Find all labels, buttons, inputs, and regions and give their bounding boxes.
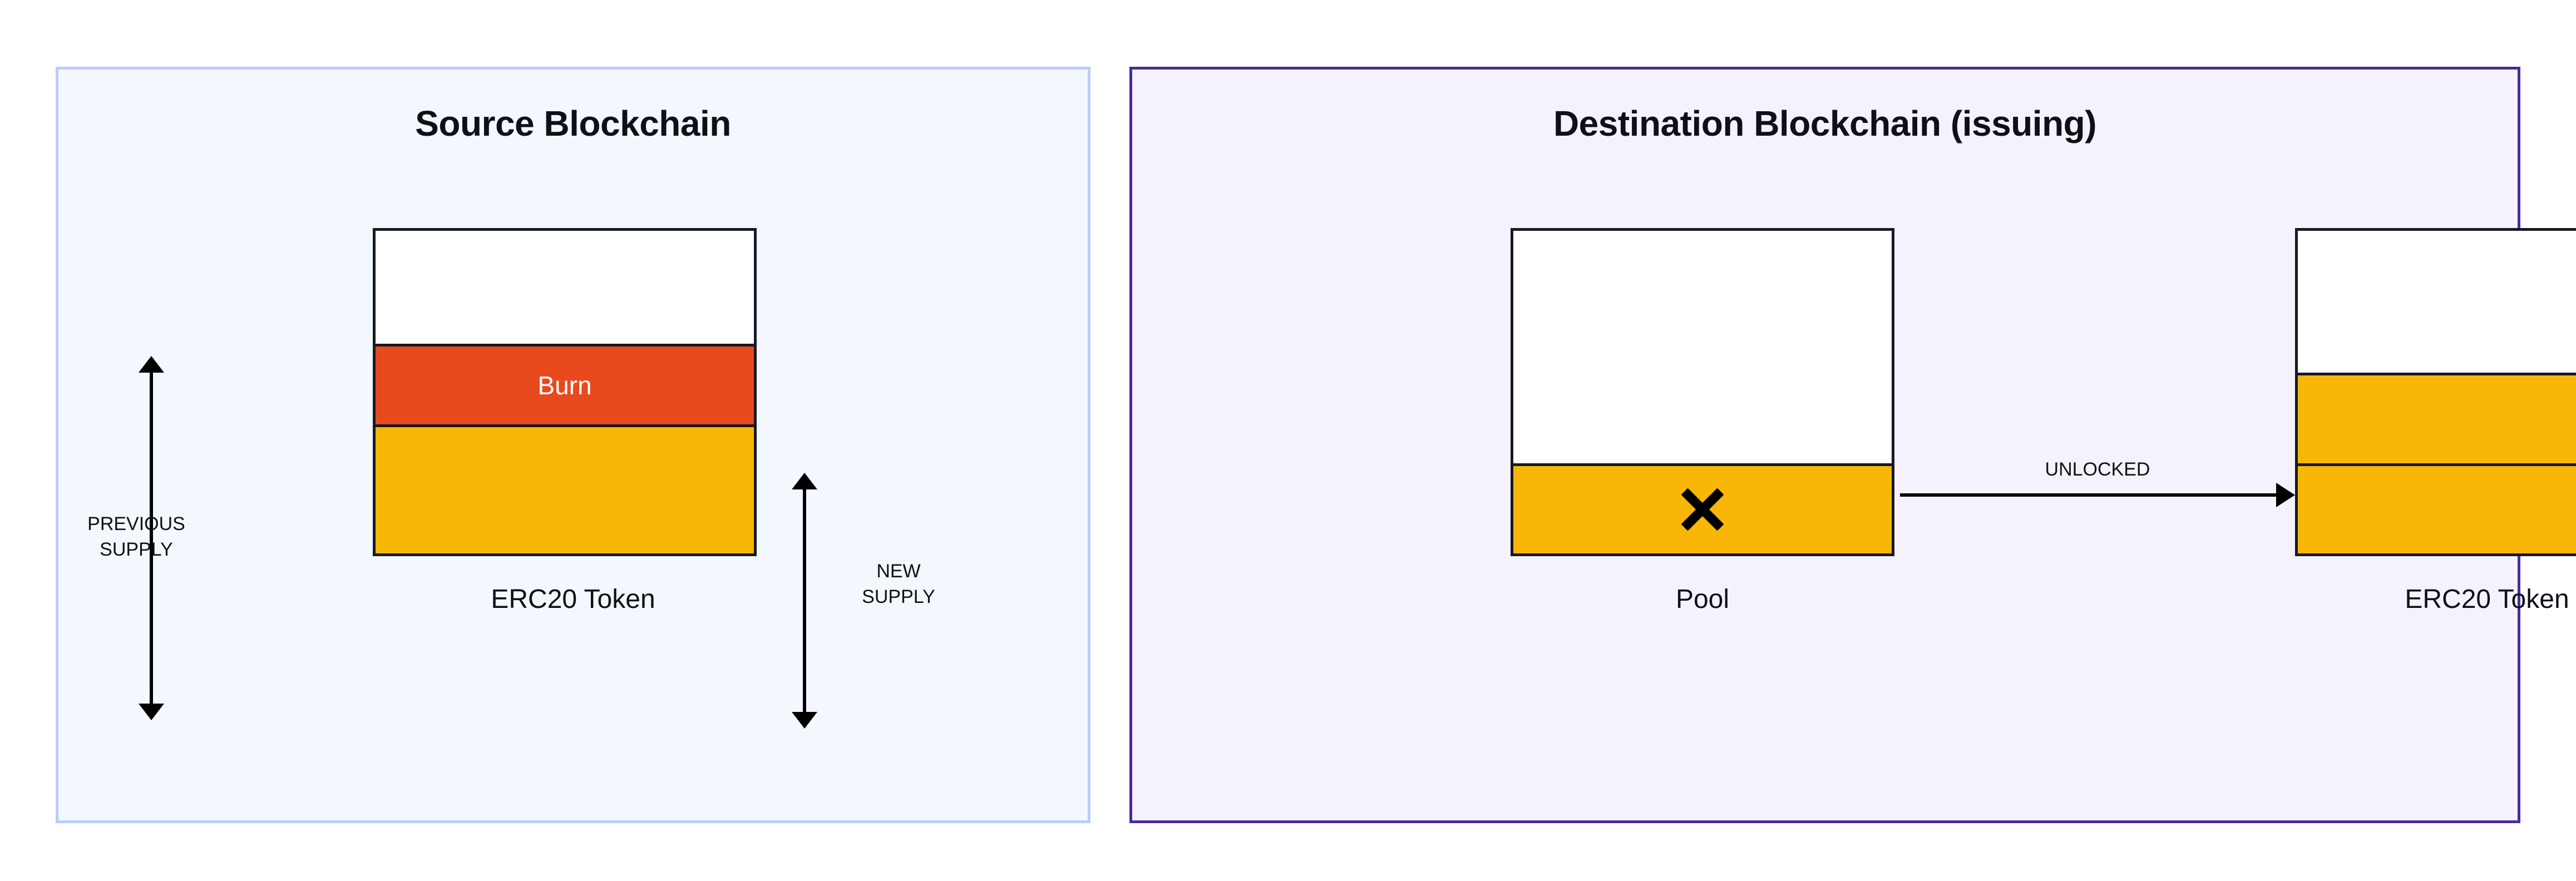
arrow-head-right-icon [2276, 483, 2295, 507]
arrow-head-down-icon [139, 704, 164, 720]
bar-segment-headroom [2298, 231, 2576, 373]
previous-supply-label: PREVIOUS SUPPLY [87, 513, 185, 560]
destination-blockchain-panel: Destination Blockchain (issuing) Pool UN… [1129, 67, 2576, 823]
arrow-head-down-icon [792, 712, 817, 729]
source-erc20-token-bar: Burn [373, 228, 757, 556]
bar-segment-pool-empty [1513, 231, 1892, 463]
x-mark-icon [1677, 484, 1728, 535]
bar-segment-newly-issued [2298, 463, 2576, 553]
bar-segment-pool-locked [1513, 463, 1892, 553]
source-panel-title: Source Blockchain [415, 103, 731, 143]
previous-supply-arrow [139, 356, 164, 720]
bar-segment-new-supply [376, 424, 754, 553]
arrow-shaft [1900, 493, 2281, 497]
destination-panel-title: Destination Blockchain (issuing) [1553, 103, 2097, 143]
bar-segment-burn: Burn [376, 344, 754, 424]
arrow-shaft [150, 369, 153, 707]
source-blockchain-panel: Source Blockchain PREVIOUS SUPPLY Burn E… [56, 67, 1090, 823]
bar-segment-headroom [376, 231, 754, 344]
unlocked-flow-label: UNLOCKED [2045, 459, 2150, 480]
new-supply-arrow [792, 473, 817, 729]
unlocked-flow-arrow: UNLOCKED [1900, 459, 2295, 507]
pool-caption: Pool [1675, 585, 1730, 614]
pool-bar [1511, 228, 1894, 556]
destination-erc20-token-bar [2295, 228, 2576, 556]
destination-token-caption: ERC20 Token [2405, 585, 2569, 614]
burn-segment-label: Burn [537, 371, 592, 400]
arrow-shaft [803, 486, 806, 715]
bar-segment-existing-supply [2298, 373, 2576, 463]
new-supply-label: NEW SUPPLY [862, 561, 935, 607]
source-token-caption: ERC20 Token [491, 585, 655, 614]
